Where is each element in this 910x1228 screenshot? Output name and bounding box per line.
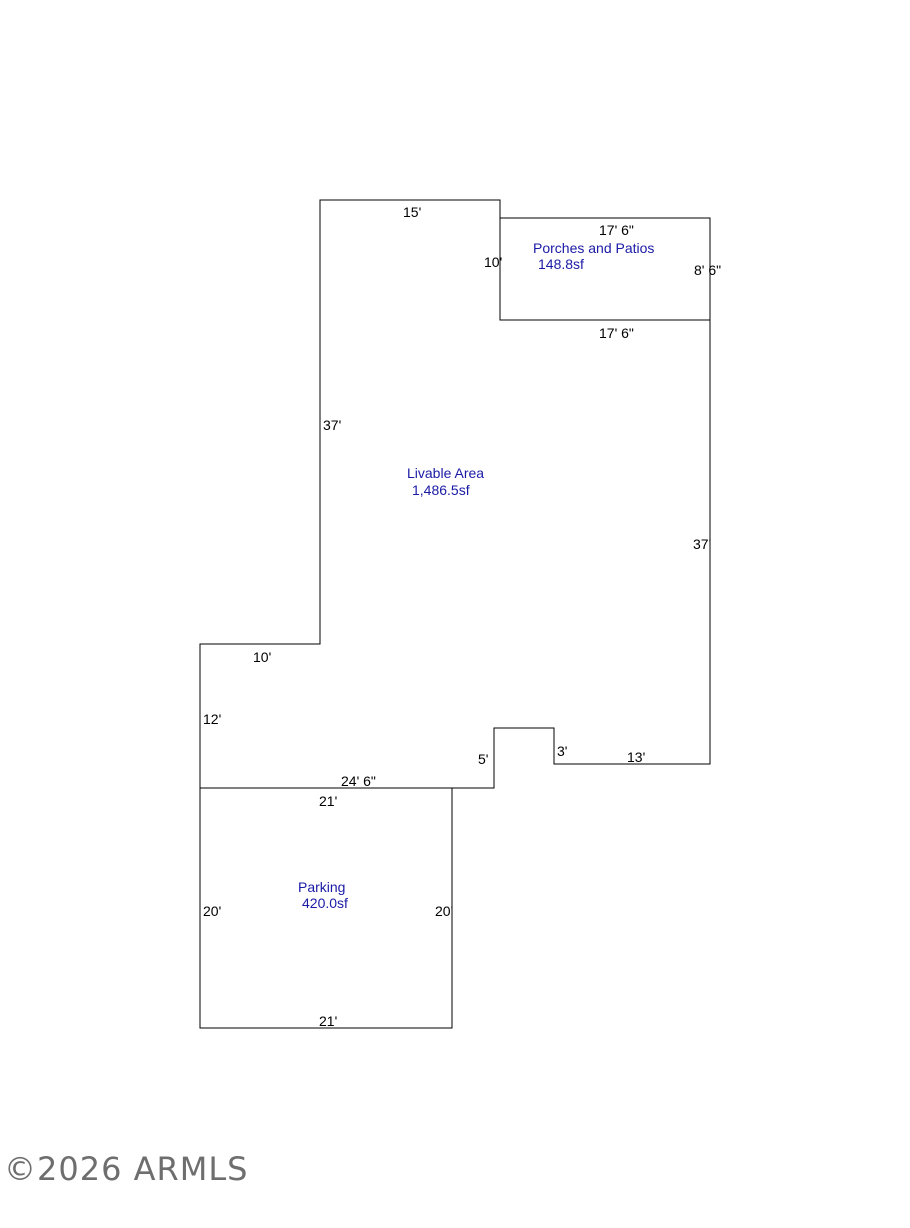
dim-porch-left: 10' <box>484 254 502 270</box>
dim-porch-bottom: 17' 6" <box>599 325 634 341</box>
parking-outline <box>199 787 453 1029</box>
dim-parking-right: 20' <box>435 903 453 919</box>
dim-parking-bottom: 21' <box>319 1013 337 1029</box>
dim-livable-top: 15' <box>403 204 421 220</box>
dim-livable-bottom-right: 13' <box>627 749 645 765</box>
dim-livable-bottom: 24' 6" <box>341 773 376 789</box>
porch-outline <box>499 217 711 321</box>
parking-area-name: Parking <box>298 879 345 895</box>
porch-area-name: Porches and Patios <box>533 240 654 256</box>
dim-notch-right: 3' <box>557 743 567 759</box>
livable-area-name: Livable Area <box>407 465 484 481</box>
copyright-watermark: ©2026 ARMLS <box>4 1150 249 1188</box>
dim-porch-top: 17' 6" <box>599 222 634 238</box>
porch-area-size: 148.8sf <box>538 256 584 272</box>
dim-livable-left: 37' <box>323 417 341 433</box>
dim-porch-right: 8' 6" <box>694 262 721 278</box>
dim-livable-step-top: 10' <box>253 649 271 665</box>
dim-notch-left: 5' <box>478 751 488 767</box>
dim-livable-step-left: 12' <box>203 711 221 727</box>
dim-livable-right: 37' <box>693 536 711 552</box>
parking-area-size: 420.0sf <box>302 895 348 911</box>
dim-parking-top: 21' <box>319 793 337 809</box>
livable-area-size: 1,486.5sf <box>412 482 470 498</box>
dim-parking-left: 20' <box>203 903 221 919</box>
